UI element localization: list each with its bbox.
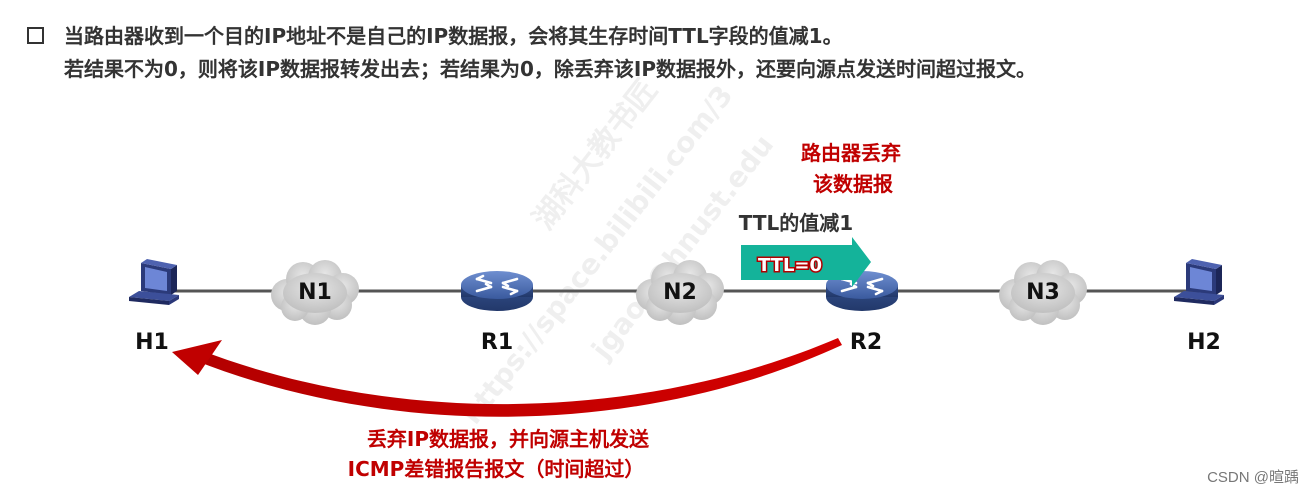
icmp-note-line-2: ICMP差错报告报文（时间超过） — [348, 457, 645, 481]
router-r1-label: R1 — [481, 330, 513, 355]
host-h1-computer-icon — [129, 259, 179, 305]
router-r2-tag: ROUTER — [848, 313, 876, 320]
host-h1-label: H1 — [135, 330, 169, 355]
ttl-packet-arrow: TTL=0 — [741, 237, 871, 287]
ttl-decrement-note: TTL的值减1 — [739, 211, 853, 235]
network-n3-label: N3 — [1026, 280, 1060, 305]
host-h2-computer-icon — [1174, 259, 1224, 305]
intro-line-1: 当路由器收到一个目的IP地址不是自己的IP数据报，会将其生存时间TTL字段的值减… — [64, 24, 843, 48]
router-r2-label: R2 — [850, 330, 882, 355]
router-r1-icon — [459, 269, 535, 313]
icmp-note-line-1: 丢弃IP数据报，并向源主机发送 — [367, 427, 650, 451]
host-h2-label: H2 — [1187, 330, 1221, 355]
drop-note-line-2: 该数据报 — [813, 172, 893, 196]
intro-line-2: 若结果不为0，则将该IP数据报转发出去；若结果为0，除丢弃该IP数据报外，还要向… — [64, 57, 1037, 81]
router-r1-tag: ROUTER — [483, 313, 511, 320]
icmp-return-arrow — [172, 338, 842, 417]
drop-note-line-1: 路由器丢弃 — [801, 141, 901, 165]
csdn-credit: CSDN @暄踽 — [1207, 469, 1299, 486]
ttl-packet-label: TTL=0 — [758, 255, 822, 276]
network-n1-label: N1 — [298, 280, 332, 305]
checkbox-bullet-icon — [27, 27, 44, 44]
network-n2-label: N2 — [663, 280, 697, 305]
